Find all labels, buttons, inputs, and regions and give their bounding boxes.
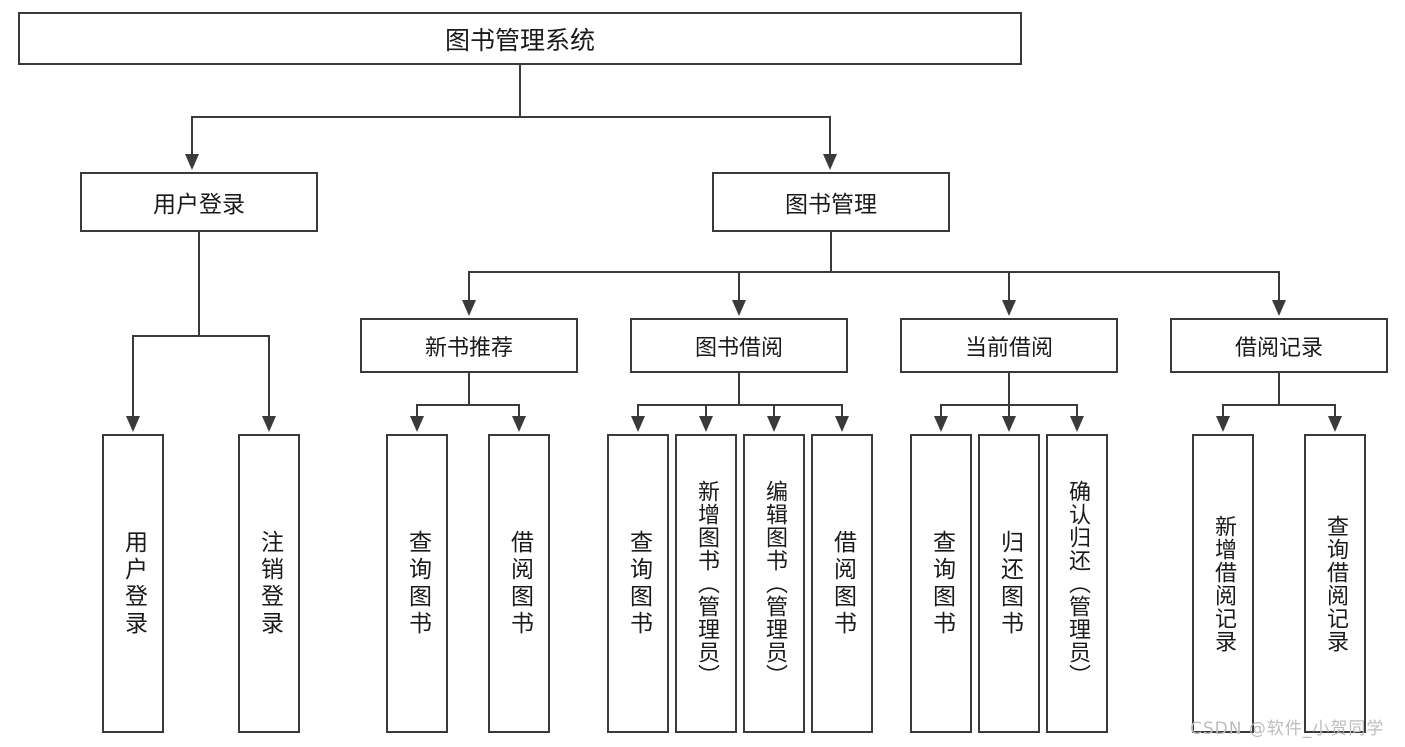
connector-l2-2-stem: [1008, 373, 1010, 404]
node-leaf-query-borrow-record[interactable]: 查询借阅记录: [1304, 434, 1366, 733]
connector-l1-1-to-l2-2: [1008, 271, 1010, 302]
node-l1-user-login[interactable]: 用户登录: [80, 172, 318, 232]
connector-l2-1-bus: [637, 404, 843, 406]
connector-l1-1-to-l2-0: [468, 271, 470, 302]
arrow-l2-2-to-leaf-2: [1070, 416, 1084, 432]
node-label: 图书借阅: [694, 335, 783, 361]
node-label: 新增图书（管理员）: [694, 480, 719, 687]
node-label: 借阅记录: [1234, 335, 1323, 361]
connector-l2-2-to-leaf-0: [940, 404, 942, 418]
connector-l2-1-to-leaf-3: [841, 404, 843, 418]
node-label: 归还图书: [996, 529, 1023, 638]
node-label: 注销登录: [256, 529, 283, 638]
arrow-l1-0-to-leaf-0: [126, 416, 140, 432]
connector-l2-1-to-leaf-2: [773, 404, 775, 418]
arrow-l2-2-to-leaf-0: [934, 416, 948, 432]
node-l2-new-book-recommend[interactable]: 新书推荐: [360, 318, 578, 373]
connector-l2-1-to-leaf-0: [637, 404, 639, 418]
connector-l2-0-stem: [468, 373, 470, 404]
node-l2-borrow-records[interactable]: 借阅记录: [1170, 318, 1388, 373]
connector-l2-0-to-leaf-0: [416, 404, 418, 418]
connector-root-to-l1-0: [191, 116, 193, 156]
node-label: 查询图书: [928, 529, 955, 638]
node-label: 新增借阅记录: [1211, 514, 1236, 653]
watermark: CSDN @软件_小贺同学: [1190, 719, 1385, 739]
node-label: 查询图书: [625, 529, 652, 638]
connector-l1-1-to-l2-1: [738, 271, 740, 302]
arrow-l1-1-to-l2-1: [732, 300, 746, 316]
node-label: 借阅图书: [506, 529, 533, 638]
node-leaf-confirm-return-admin[interactable]: 确认归还（管理员）: [1046, 434, 1108, 733]
node-label: 图书管理系统: [444, 25, 595, 55]
connector-l2-0-to-leaf-1: [518, 404, 520, 418]
arrow-l2-3-to-leaf-1: [1328, 416, 1342, 432]
connector-l1-0-bus: [132, 335, 268, 337]
node-l1-book-management[interactable]: 图书管理: [712, 172, 950, 232]
connector-l2-3-bus: [1222, 404, 1336, 406]
connector-root-bus: [191, 116, 831, 118]
node-label: 用户登录: [153, 192, 245, 218]
connector-l2-3-stem: [1278, 373, 1280, 404]
node-label: 借阅图书: [829, 529, 856, 638]
node-leaf-add-book-admin[interactable]: 新增图书（管理员）: [675, 434, 737, 733]
node-root-book-management-system[interactable]: 图书管理系统: [18, 12, 1022, 65]
node-leaf-query-book-borrow[interactable]: 查询图书: [607, 434, 669, 733]
node-label: 用户登录: [120, 529, 147, 638]
arrow-l1-1-to-l2-3: [1272, 300, 1286, 316]
node-label: 编辑图书（管理员）: [762, 480, 787, 687]
arrow-root-to-l1-0: [185, 154, 199, 170]
node-leaf-edit-book-admin[interactable]: 编辑图书（管理员）: [743, 434, 805, 733]
arrow-l2-1-to-leaf-0: [631, 416, 645, 432]
arrow-l1-1-to-l2-2: [1002, 300, 1016, 316]
arrow-l1-1-to-l2-0: [462, 300, 476, 316]
connector-root-to-l1-1: [829, 116, 831, 156]
node-label: 确认归还（管理员）: [1065, 480, 1090, 687]
arrow-l2-1-to-leaf-3: [835, 416, 849, 432]
connector-l2-2-to-leaf-1: [1008, 404, 1010, 418]
connector-l1-1-to-l2-3: [1278, 271, 1280, 302]
connector-l2-0-bus: [416, 404, 520, 406]
node-label: 图书管理: [785, 192, 877, 218]
arrow-l2-0-to-leaf-1: [512, 416, 526, 432]
node-label: 当前借阅: [964, 335, 1053, 361]
connector-l2-1-stem: [738, 373, 740, 404]
connector-l1-0-to-leaf-0: [132, 335, 134, 418]
node-label: 查询图书: [404, 529, 431, 638]
node-leaf-add-borrow-record[interactable]: 新增借阅记录: [1192, 434, 1254, 733]
connector-l1-1-bus: [468, 271, 1280, 273]
node-leaf-borrow-book[interactable]: 借阅图书: [811, 434, 873, 733]
connector-l1-0-stem: [198, 232, 200, 335]
connector-l2-1-to-leaf-1: [705, 404, 707, 418]
connector-l1-0-to-leaf-1: [268, 335, 270, 418]
connector-l2-3-to-leaf-0: [1222, 404, 1224, 418]
arrow-root-to-l1-1: [823, 154, 837, 170]
node-label: 新书推荐: [424, 335, 513, 361]
node-l2-current-borrow[interactable]: 当前借阅: [900, 318, 1118, 373]
arrow-l2-3-to-leaf-0: [1216, 416, 1230, 432]
arrow-l2-2-to-leaf-1: [1002, 416, 1016, 432]
node-leaf-logout[interactable]: 注销登录: [238, 434, 300, 733]
connector-l1-1-stem: [830, 232, 832, 271]
arrow-l2-1-to-leaf-2: [767, 416, 781, 432]
node-leaf-return-book[interactable]: 归还图书: [978, 434, 1040, 733]
connector-l2-2-to-leaf-2: [1076, 404, 1078, 418]
node-leaf-query-book-current[interactable]: 查询图书: [910, 434, 972, 733]
node-label: 查询借阅记录: [1323, 514, 1348, 653]
node-leaf-query-book-recommend[interactable]: 查询图书: [386, 434, 448, 733]
node-leaf-borrow-book-recommend[interactable]: 借阅图书: [488, 434, 550, 733]
arrow-l2-0-to-leaf-0: [410, 416, 424, 432]
arrow-l2-1-to-leaf-1: [699, 416, 713, 432]
node-leaf-user-login[interactable]: 用户登录: [102, 434, 164, 733]
node-l2-book-borrow[interactable]: 图书借阅: [630, 318, 848, 373]
connector-l2-3-to-leaf-1: [1334, 404, 1336, 418]
arrow-l1-0-to-leaf-1: [262, 416, 276, 432]
connector-root-stem: [519, 65, 521, 116]
